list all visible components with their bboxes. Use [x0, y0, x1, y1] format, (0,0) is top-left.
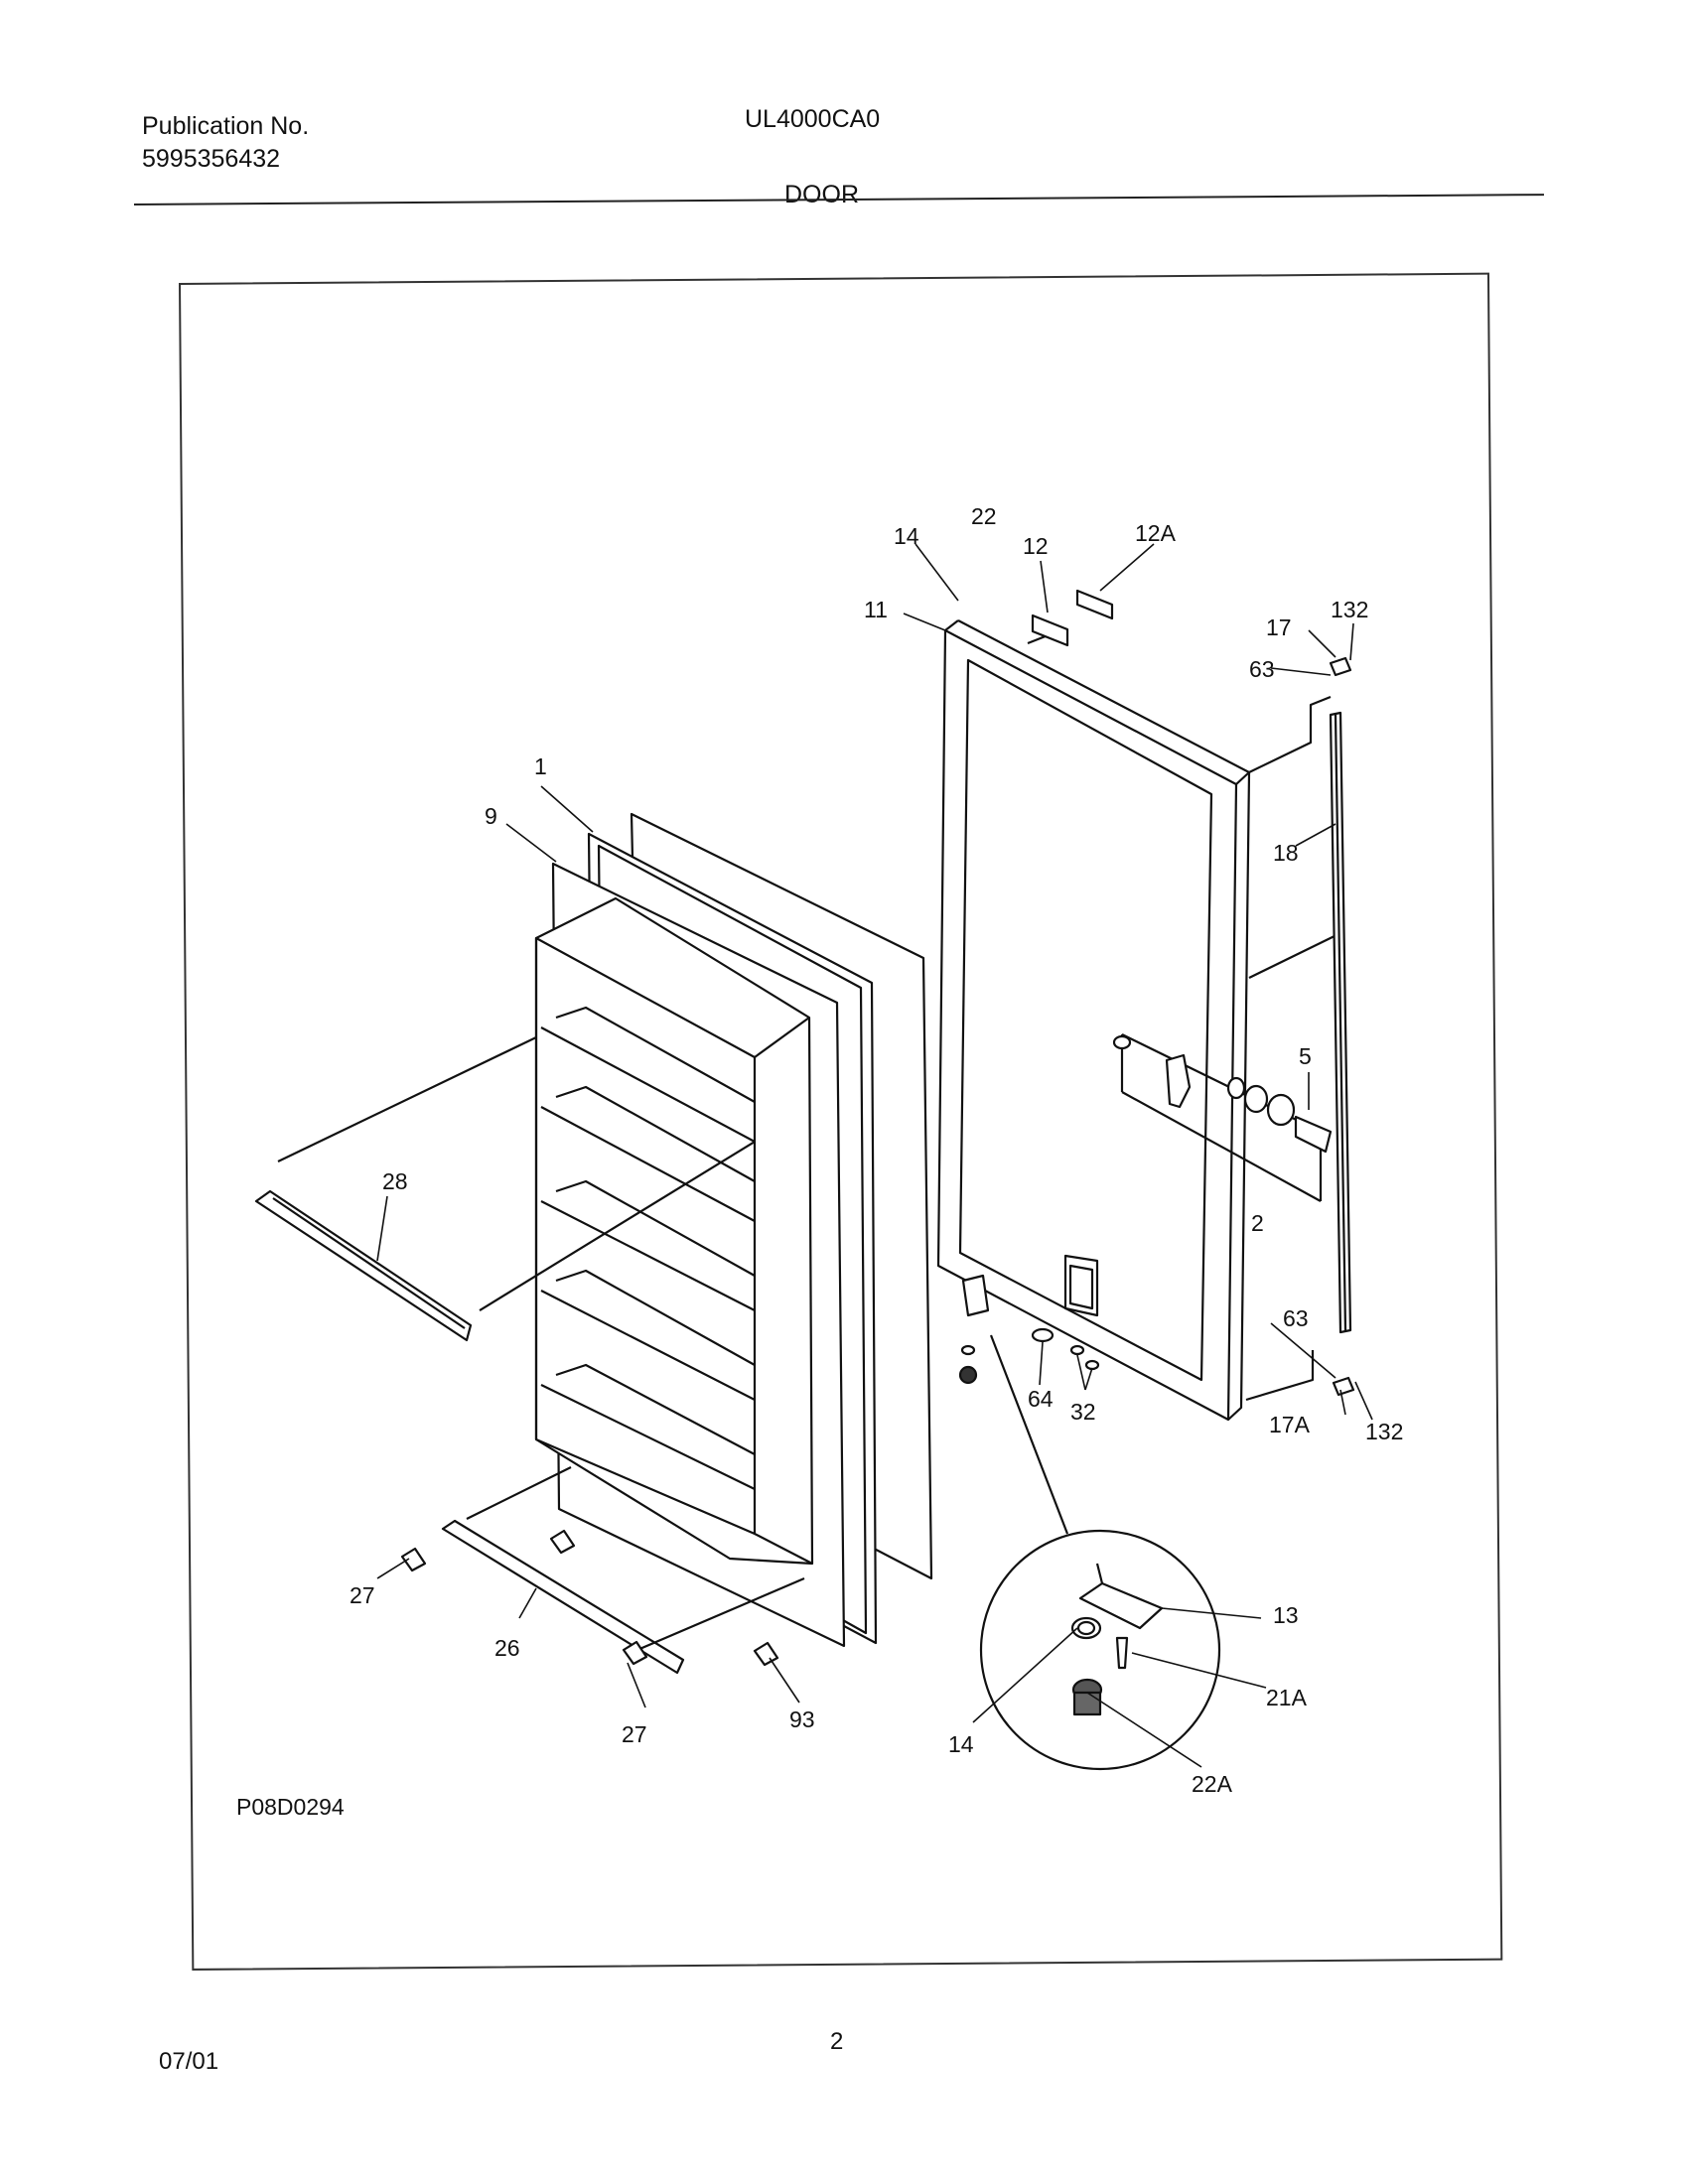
- callout-26: 26: [494, 1635, 520, 1661]
- callout-132-bottom: 132: [1365, 1419, 1403, 1444]
- callout-2: 2: [1251, 1210, 1264, 1236]
- callout-14-top: 14: [894, 523, 919, 549]
- publication-number: 5995356432: [142, 145, 281, 173]
- callout-14-detail: 14: [948, 1731, 974, 1757]
- callout-93: 93: [789, 1706, 815, 1732]
- callout-1: 1: [534, 753, 547, 779]
- callout-9: 9: [485, 803, 497, 829]
- callout-22: 22: [971, 503, 997, 529]
- callout-132-top: 132: [1331, 597, 1368, 622]
- callout-11: 11: [864, 597, 888, 622]
- callout-22a: 22A: [1192, 1771, 1233, 1797]
- drawing-id: P08D0294: [236, 1794, 345, 1820]
- publication-label: Publication No.: [142, 112, 310, 140]
- outer-door-panel: [936, 589, 1355, 1535]
- callout-63-top: 63: [1283, 1305, 1309, 1331]
- callout-21a: 21A: [1266, 1685, 1308, 1710]
- footer-date: 07/01: [159, 2048, 219, 2075]
- hinge-detail-circle: [979, 1529, 1221, 1771]
- page-number: 2: [830, 2028, 844, 2055]
- callout-17a: 17A: [1269, 1412, 1311, 1437]
- callout-18: 18: [1273, 840, 1299, 866]
- callout-labels: 1 2 5 9 11 12 12A 13 14 14 17 17A 18 21A…: [236, 503, 1403, 1820]
- door-liner-and-gasket: [254, 812, 933, 1675]
- callout-13: 13: [1273, 1602, 1299, 1628]
- callout-28: 28: [382, 1168, 408, 1194]
- callout-12: 12: [1023, 533, 1049, 559]
- callout-32: 32: [1070, 1399, 1096, 1425]
- callout-27-bottom: 27: [622, 1721, 647, 1747]
- callout-27-left: 27: [350, 1582, 375, 1608]
- callout-17: 17: [1266, 614, 1292, 640]
- model-number: UL4000CA0: [745, 105, 881, 133]
- callout-12a: 12A: [1135, 520, 1177, 546]
- section-title: DOOR: [784, 181, 859, 208]
- callout-5: 5: [1299, 1043, 1312, 1069]
- leader-lines: [376, 543, 1373, 1768]
- callout-64: 64: [1028, 1386, 1054, 1412]
- callout-63-bottom: 63: [1249, 656, 1275, 682]
